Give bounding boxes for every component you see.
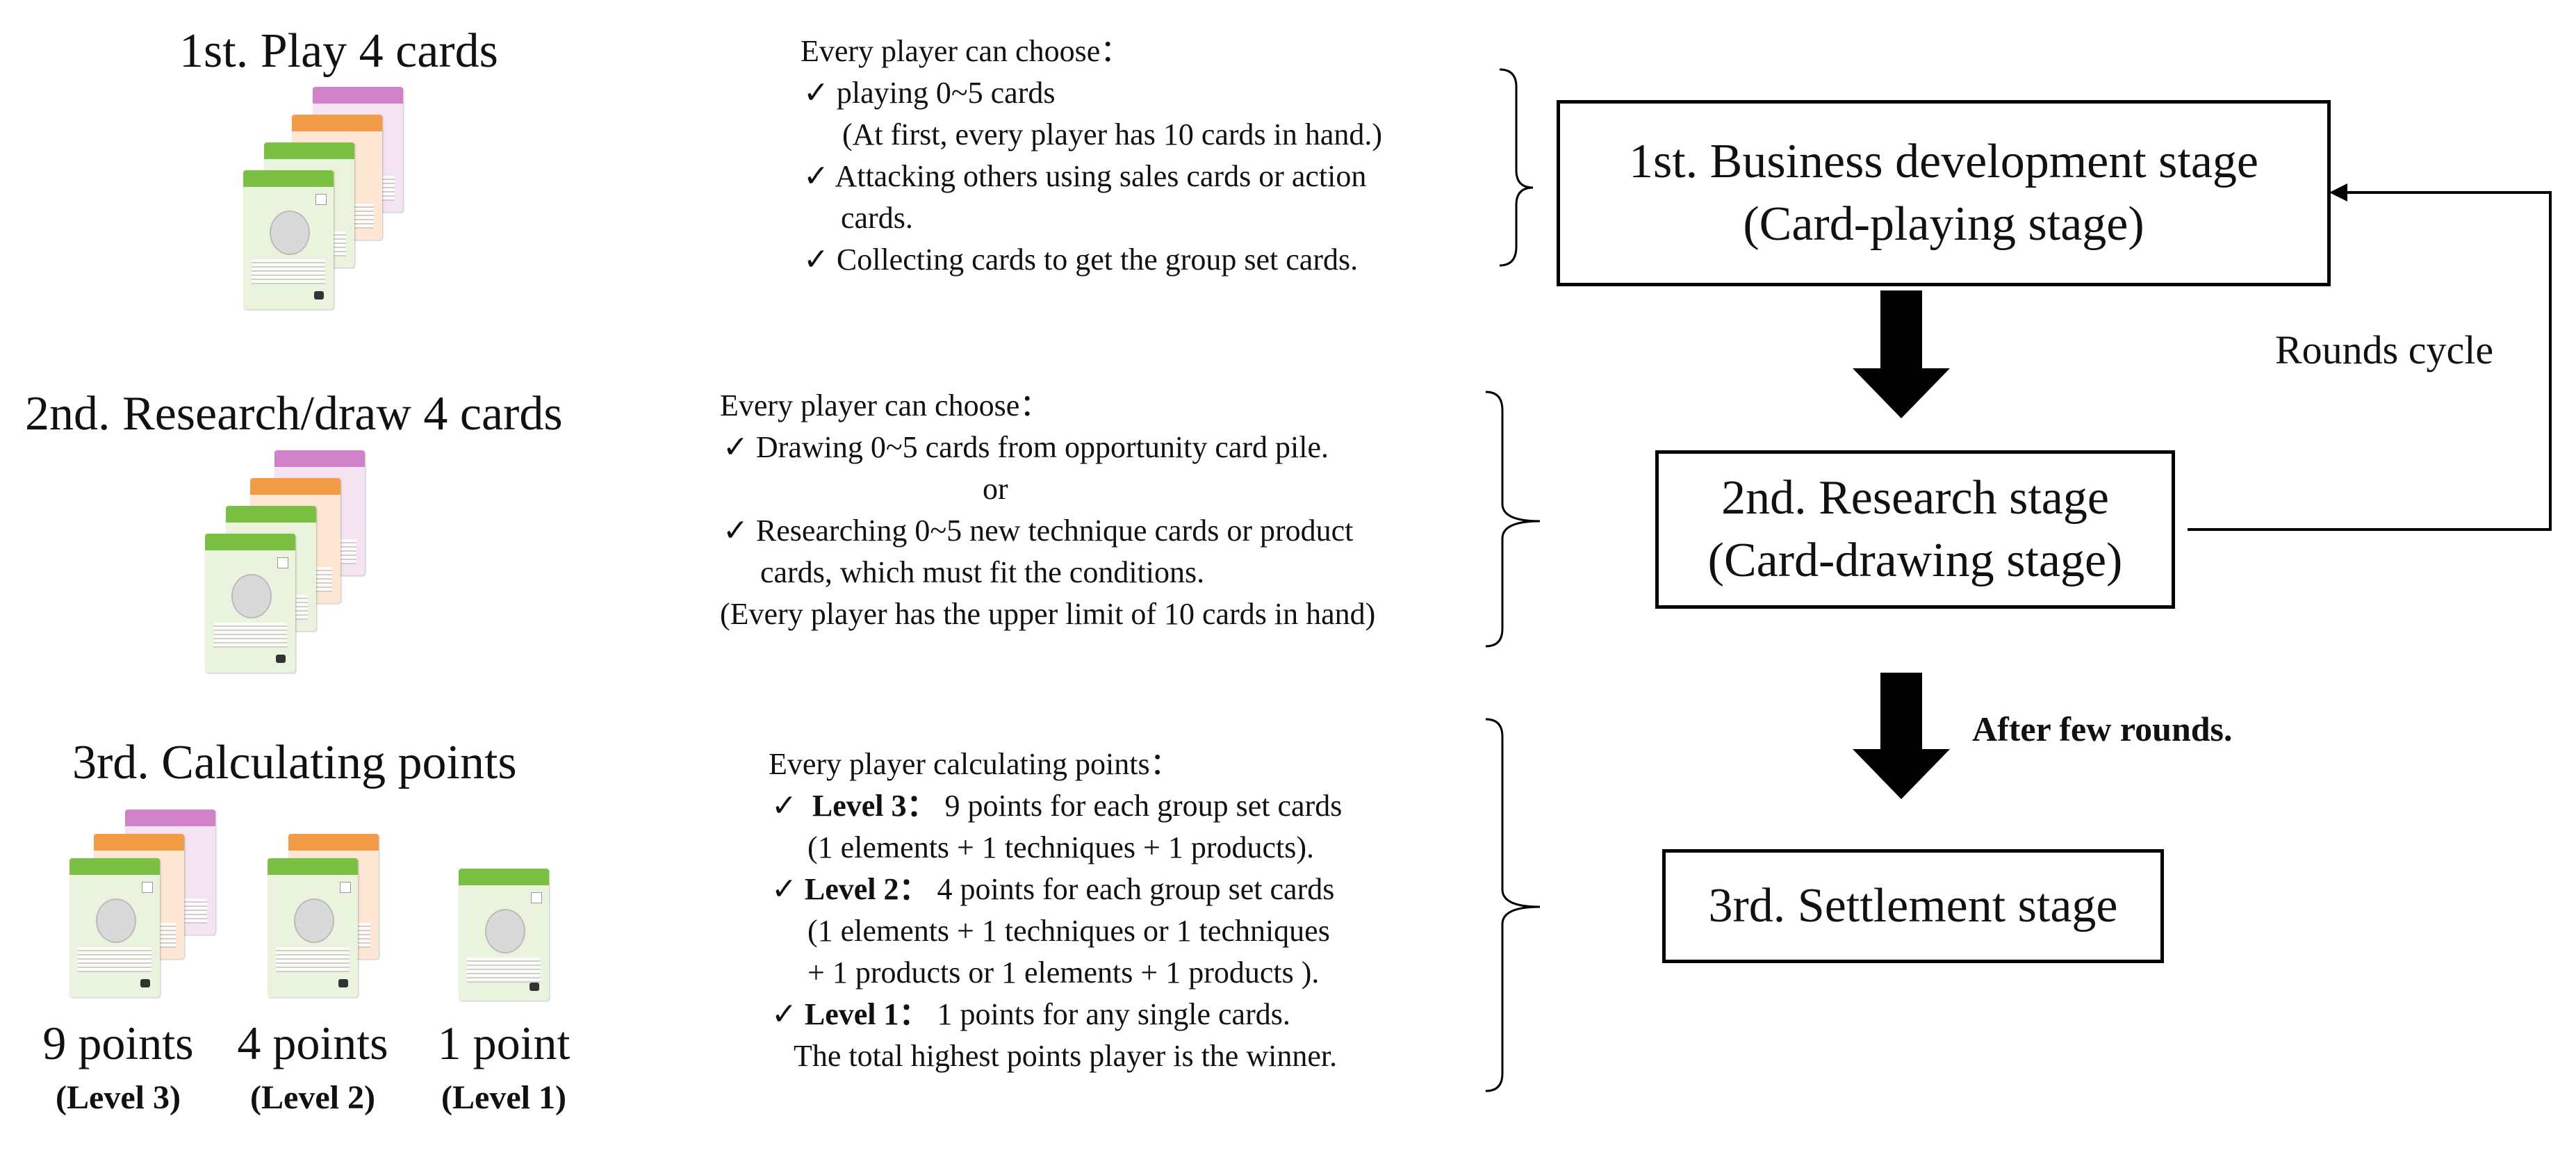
card-character — [268, 858, 358, 997]
level1-label: Level 1： — [804, 997, 930, 1031]
card-character — [459, 869, 549, 1001]
block1-line: ✓ Attacking others using sales cards or … — [803, 159, 1367, 193]
level3-text: 9 points for each group set cards — [944, 789, 1343, 823]
level1-text: 1 points for any single cards. — [937, 997, 1290, 1031]
stage3-box: 3rd. Settlement stage — [1662, 849, 2164, 963]
card-character — [205, 534, 295, 673]
character-icon — [231, 574, 272, 618]
down-arrow-2 — [1853, 673, 1950, 799]
stage3-title: 3rd. Calculating points — [72, 736, 517, 789]
block2-line: Every player can choose： — [720, 388, 1051, 422]
level3-label: Level 3： — [812, 789, 937, 823]
points-value: 4 points — [237, 1017, 388, 1069]
card-character — [243, 170, 334, 309]
stage1-title: 1st. Play 4 cards — [179, 24, 498, 78]
card-stack-level3 — [66, 810, 233, 1011]
stage2-title: 2nd. Research/draw 4 cards — [25, 387, 563, 441]
block2-line: (Every player has the upper limit of 10 … — [720, 597, 1376, 631]
down-arrow-1 — [1853, 290, 1950, 418]
block1-line: ✓ playing 0~5 cards — [803, 76, 1056, 110]
block2-line: ✓ Drawing 0~5 cards from opportunity car… — [723, 430, 1329, 464]
character-icon — [270, 211, 310, 255]
winner-text: The total highest points player is the w… — [794, 1039, 1338, 1073]
stage1-box: 1st. Business development stage (Card-pl… — [1557, 100, 2331, 286]
check-icon: ✓ — [771, 789, 797, 823]
cycle-arrowhead — [2329, 183, 2347, 202]
stage2-box: 2nd. Research stage (Card-drawing stage) — [1655, 450, 2175, 609]
block3-level1: ✓ Level 1： 1 points for any single cards… — [771, 994, 1290, 1035]
block1-line: ✓ Collecting cards to get the group set … — [803, 243, 1359, 277]
block1-line: (At first, every player has 10 cards in … — [842, 117, 1383, 151]
stage1-box-line1: 1st. Business development stage — [1628, 135, 2258, 188]
points-level: (Level 3) — [56, 1079, 181, 1116]
card-stack-stage2 — [202, 450, 382, 687]
cycle-arrow — [2188, 191, 2552, 531]
block3-intro: Every player calculating points： — [769, 747, 1181, 781]
check-icon: ✓ — [771, 872, 797, 906]
points-level: (Level 2) — [250, 1079, 375, 1116]
block3-level2: ✓ Level 2： 4 points for each group set c… — [771, 869, 1334, 910]
brace-2 — [1485, 391, 1541, 648]
rounds-cycle-label: Rounds cycle — [2275, 327, 2494, 372]
stage1-box-line2: (Card-playing stage) — [1743, 197, 2144, 251]
stage2-box-line2: (Card-drawing stage) — [1707, 534, 2123, 587]
card-stack-level2 — [264, 834, 396, 1008]
level3-detail: (1 elements + 1 techniques + 1 products)… — [807, 830, 1315, 864]
level2-detail: (1 elements + 1 techniques or 1 techniqu… — [807, 914, 1330, 948]
card-stack-stage1 — [236, 87, 417, 323]
character-icon — [485, 909, 525, 953]
points-level: (Level 1) — [441, 1079, 566, 1116]
block2-line: or — [983, 472, 1008, 506]
card-character — [69, 858, 160, 997]
brace-3 — [1485, 718, 1541, 1092]
block1-line: cards. — [841, 201, 913, 235]
after-rounds-label: After few rounds. — [1972, 709, 2233, 748]
level2-detail: + 1 products or 1 elements + 1 products … — [807, 955, 1320, 990]
level2-text: 4 points for each group set cards — [937, 872, 1335, 906]
card-stack-level1 — [455, 869, 552, 1008]
block2-line: cards, which must fit the conditions. — [760, 555, 1205, 589]
character-icon — [294, 898, 334, 943]
block3-level3: ✓ Level 3： 9 points for each group set c… — [771, 785, 1342, 827]
stage2-box-line1: 2nd. Research stage — [1721, 471, 2109, 525]
character-icon — [96, 898, 136, 943]
level2-label: Level 2： — [804, 872, 930, 906]
block2-line: ✓ Researching 0~5 new technique cards or… — [723, 514, 1354, 548]
brace-1 — [1499, 68, 1534, 267]
block1-line: Every player can choose： — [801, 34, 1131, 68]
points-value: 1 point — [437, 1017, 571, 1069]
points-value: 9 points — [42, 1017, 194, 1069]
check-icon: ✓ — [771, 997, 797, 1031]
